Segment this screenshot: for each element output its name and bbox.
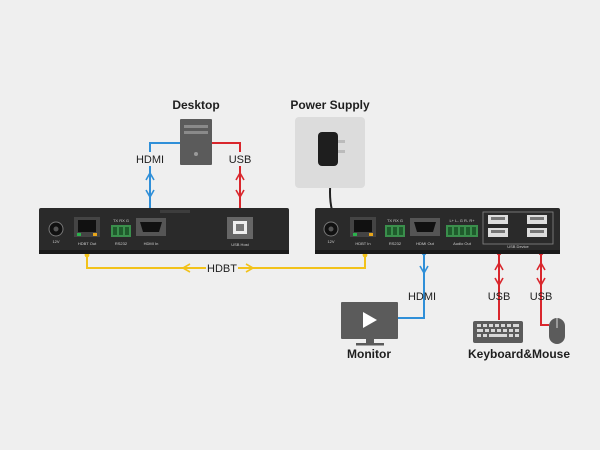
keyboard-mouse-title: Keyboard&Mouse <box>468 347 570 361</box>
tx-hdbt-out-port: HDBT Out <box>74 217 100 246</box>
rx-audio-out-port: L+ L- G R- R+ Audio Out <box>446 218 478 246</box>
monitor-title: Monitor <box>347 347 391 361</box>
usb-mouse-arrow-icon <box>536 261 546 287</box>
svg-text:12V: 12V <box>327 239 334 244</box>
svg-text:HDMI In: HDMI In <box>144 241 159 246</box>
usb-mouse-label: USB <box>530 291 553 303</box>
rx-usb-device-port: USB Device <box>482 211 554 249</box>
rx-power-port: 12V <box>323 221 339 244</box>
tx-rs232-port: TX RX G RS232 <box>111 218 131 246</box>
keyboard-icon <box>473 321 523 343</box>
svg-text:12V: 12V <box>52 239 59 244</box>
receiver-unit: 12V HDBT In TX RX G RS232 HDMI Out L+ L- <box>315 208 560 254</box>
hdbt-label: HDBT <box>207 263 237 275</box>
rx-rs232-port: TX RX G RS232 <box>385 218 405 246</box>
mouse-icon <box>549 318 565 344</box>
usb-host-cable <box>212 142 241 210</box>
hdmi-out-cable <box>398 253 425 319</box>
desktop-title: Desktop <box>172 98 219 112</box>
hdbt-arrow-left-icon <box>181 263 191 273</box>
desktop-tower-icon <box>180 119 212 165</box>
svg-text:TX RX G: TX RX G <box>113 218 129 223</box>
hdbt-arrow-right-icon <box>245 263 255 273</box>
usb-mouse-cable <box>540 253 549 326</box>
power-adapter-icon <box>318 132 345 166</box>
hdmi-in-arrow-icon <box>145 171 155 199</box>
svg-text:HDMI Out: HDMI Out <box>416 241 435 246</box>
transmitter-unit: 12V HDBT Out TX RX G RS232 HDMI In <box>39 208 289 254</box>
svg-text:RS232: RS232 <box>115 241 128 246</box>
usb-keyboard-label: USB <box>488 291 511 303</box>
rx-hdbt-in-port: HDBT In <box>350 217 376 246</box>
hdmi-in-label: HDMI <box>136 154 164 166</box>
svg-text:RS232: RS232 <box>389 241 402 246</box>
power-supply-title: Power Supply <box>290 98 370 112</box>
rx-hdmi-out-port: HDMI Out <box>410 218 440 246</box>
monitor-icon <box>341 302 398 346</box>
svg-text:Audio Out: Audio Out <box>453 241 472 246</box>
svg-text:HDBT In: HDBT In <box>355 241 370 246</box>
usb-host-label: USB <box>229 154 252 166</box>
tx-hdmi-in-port: HDMI In <box>136 218 166 246</box>
svg-text:TX RX G: TX RX G <box>387 218 403 223</box>
tx-usb-host-port: USB Host <box>227 217 253 247</box>
svg-text:USB Host: USB Host <box>231 242 249 247</box>
hdmi-out-label: HDMI <box>408 291 436 303</box>
svg-text:USB Device: USB Device <box>507 244 529 249</box>
svg-text:L+ L- G R- R+: L+ L- G R- R+ <box>449 218 475 223</box>
tx-power-port: 12V <box>48 221 64 244</box>
hdmi-out-arrow-icon <box>419 265 429 275</box>
usb-keyboard-arrow-icon <box>494 261 504 287</box>
hdmi-in-cable <box>149 142 180 210</box>
svg-text:HDBT Out: HDBT Out <box>78 241 97 246</box>
usb-host-arrow-icon <box>235 171 245 199</box>
